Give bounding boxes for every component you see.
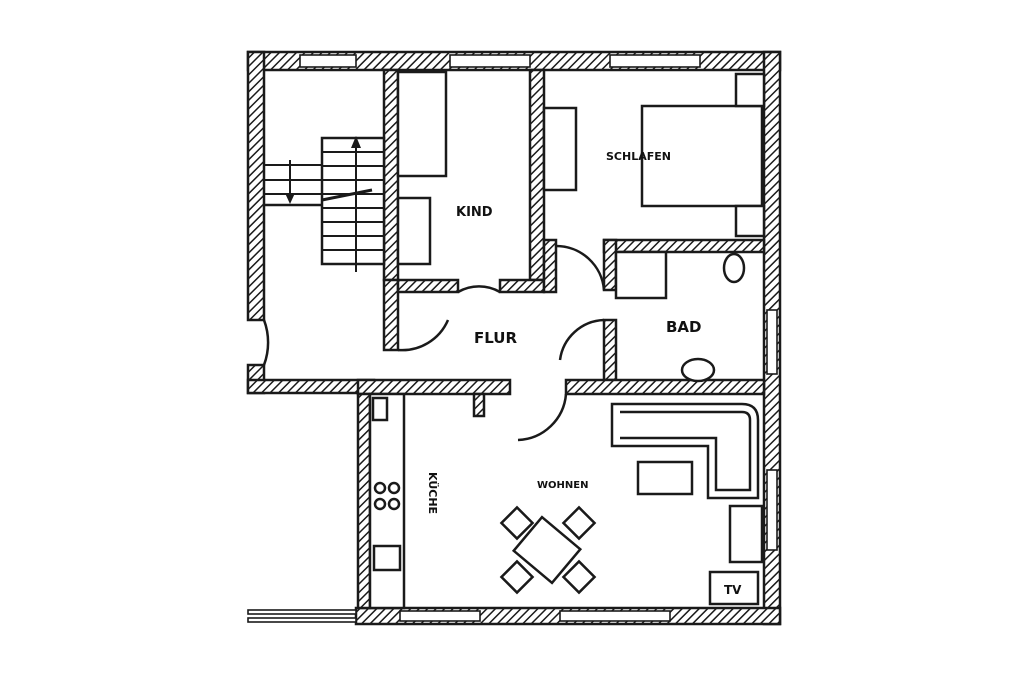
- room-label-bad: BAD: [666, 318, 702, 336]
- room-label-wohnen: WOHNEN: [537, 480, 588, 491]
- kind-furniture: [396, 70, 448, 266]
- room-labels: KIND SCHLAFEN FLUR BAD WOHNEN KÜCHE TV: [426, 150, 742, 597]
- tv-cabinet: [708, 570, 760, 606]
- doors: [397, 244, 606, 442]
- windows: [247, 54, 778, 623]
- kitchen: [368, 392, 406, 610]
- room-label-kueche: KÜCHE: [426, 472, 440, 514]
- tv-label: TV: [724, 583, 742, 597]
- room-label-schlafen: SCHLAFEN: [606, 150, 671, 163]
- wohnen-furniture: [499, 402, 764, 606]
- dining-table: [499, 505, 597, 595]
- bad-fixtures: [614, 250, 746, 383]
- stairwell: [262, 136, 386, 366]
- room-label-kind: KIND: [456, 205, 493, 220]
- room-label-flur: FLUR: [474, 329, 517, 347]
- schlafen-furniture: [542, 72, 766, 238]
